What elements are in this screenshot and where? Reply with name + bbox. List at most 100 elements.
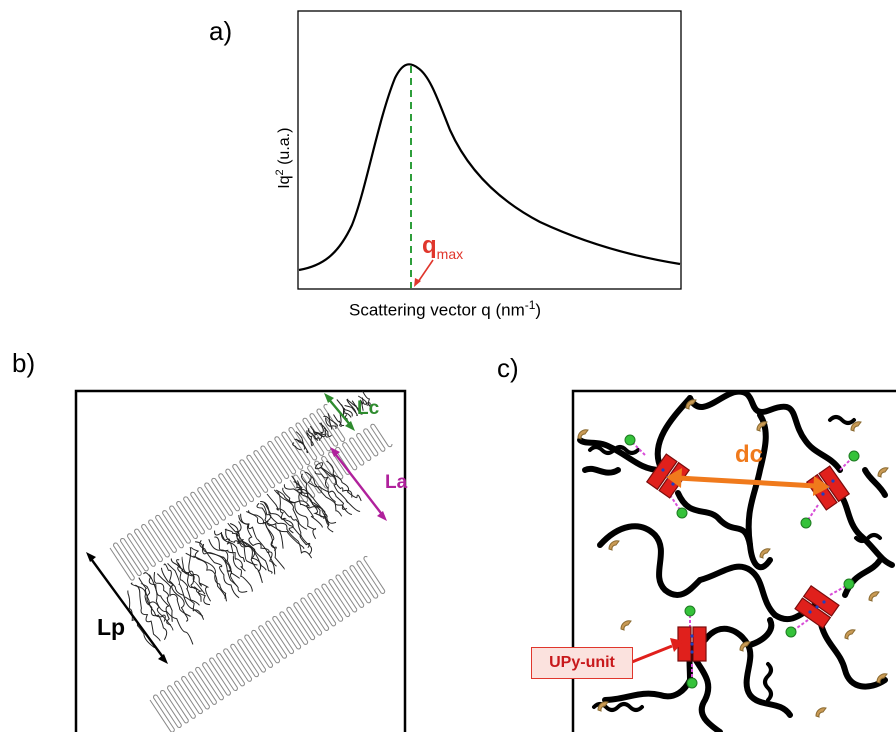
chain-end-caps (577, 399, 889, 718)
chain-tail (346, 399, 361, 413)
chain-tail (361, 397, 371, 407)
crystalline-lamellae (109, 403, 393, 732)
chain-tail (306, 432, 313, 447)
lc-arrow (326, 396, 353, 428)
amorphous-chain (246, 511, 285, 570)
lamella-band (149, 555, 386, 732)
panel-a-letter: a) (209, 16, 233, 46)
amorphous-chain (153, 572, 173, 622)
dc-arrow-head-a (666, 468, 682, 488)
amorphous-chain (260, 500, 313, 559)
chain-tail (361, 391, 371, 407)
amorphous-chain (163, 563, 204, 617)
chain-tail (314, 435, 321, 441)
chain-tail (308, 428, 319, 441)
lamella-band (109, 403, 346, 581)
amorphous-chain (276, 491, 294, 534)
amorphous-chain (208, 539, 248, 593)
chain-tail (295, 438, 309, 454)
amorphous-chain (225, 528, 273, 574)
chain-tail (333, 414, 345, 427)
amorphous-chain (314, 464, 362, 502)
amorphous-chain (314, 471, 353, 515)
chain-tail (320, 422, 327, 436)
dc-label: dc (735, 441, 764, 468)
amorphous-chain (156, 573, 191, 617)
amorphous-chain (293, 481, 334, 533)
upy-unit-label: UPy-unit (531, 647, 633, 679)
amorphous-chain (176, 559, 200, 606)
amorphous-chain (199, 540, 240, 599)
upy-pointer-head (670, 638, 684, 652)
amorphous-chain (256, 502, 305, 549)
upy-pointer (631, 644, 673, 664)
lp-label: Lp (97, 614, 126, 640)
amorphous-chain (260, 503, 284, 549)
amorphous-chain (307, 472, 348, 510)
polymer-chains (577, 391, 895, 732)
x-axis-label: Scattering vector q (nm-1) (349, 298, 542, 320)
amorphous-chain (161, 567, 189, 622)
amorphous-chain (148, 574, 194, 645)
chain-tail (359, 399, 364, 411)
amorphous-chain (185, 552, 227, 602)
amorphous-chain (167, 563, 205, 620)
la-arrow-head-a (330, 447, 340, 457)
lp-arrow (88, 555, 166, 661)
dc-arrow-head-b (813, 476, 830, 496)
amorphous-chain (135, 584, 161, 642)
polymer-network (577, 391, 895, 732)
amorphous-chain (229, 523, 262, 579)
amorphous-chain (181, 556, 211, 606)
chain-tail (351, 400, 364, 415)
amorphous-chain (235, 521, 263, 584)
amorphous-chain (266, 493, 308, 530)
amorphous-chain (220, 532, 253, 592)
la-arrow (332, 450, 385, 518)
amorphous-chain (140, 583, 168, 641)
qmax-pointer-head (414, 278, 421, 287)
dc-arrow (677, 475, 817, 489)
amorphous-chain (202, 543, 240, 579)
qmax-pointer (417, 259, 434, 283)
scattering-curve (298, 63, 681, 272)
amorphous-chain (190, 547, 226, 599)
plot-frame (297, 10, 682, 290)
chain-tail (344, 405, 358, 417)
amorphous-chain (214, 536, 246, 572)
amorphous-chain (282, 487, 323, 528)
lc-label: Lc (357, 398, 380, 419)
chain-tail (323, 427, 332, 438)
panel-c-letter: c) (497, 353, 519, 383)
chain-tail (306, 430, 314, 446)
panel-b-letter: b) (12, 348, 36, 378)
chain-tail (325, 417, 337, 430)
chain-tail (341, 404, 352, 418)
hbond-nodes (624, 434, 860, 689)
amorphous-chain (188, 546, 212, 602)
chain-tail (343, 407, 353, 417)
amorphous-chain (227, 522, 258, 566)
amorphous-chain (283, 484, 326, 518)
amorphous-chain (275, 489, 317, 539)
lc-arrow-head-b (345, 421, 355, 431)
amorphous-chain (240, 513, 277, 567)
chain-tail (323, 415, 338, 427)
amorphous-chain (326, 460, 361, 512)
chain-tail (357, 395, 368, 407)
la-label: La (385, 472, 408, 493)
amorphous-chain (301, 473, 330, 526)
amorphous-chain (273, 489, 313, 556)
amorphous-chain (138, 577, 166, 622)
amorphous-chain (127, 590, 155, 649)
chain-tail (292, 442, 302, 451)
la-arrow-head-b (377, 511, 387, 521)
upy-dimer (677, 626, 707, 662)
lamellar-structure (109, 391, 393, 732)
lp-arrow-head-b (158, 654, 168, 664)
qmax-label: qmax (422, 232, 464, 262)
lc-arrow-head-a (324, 393, 334, 403)
